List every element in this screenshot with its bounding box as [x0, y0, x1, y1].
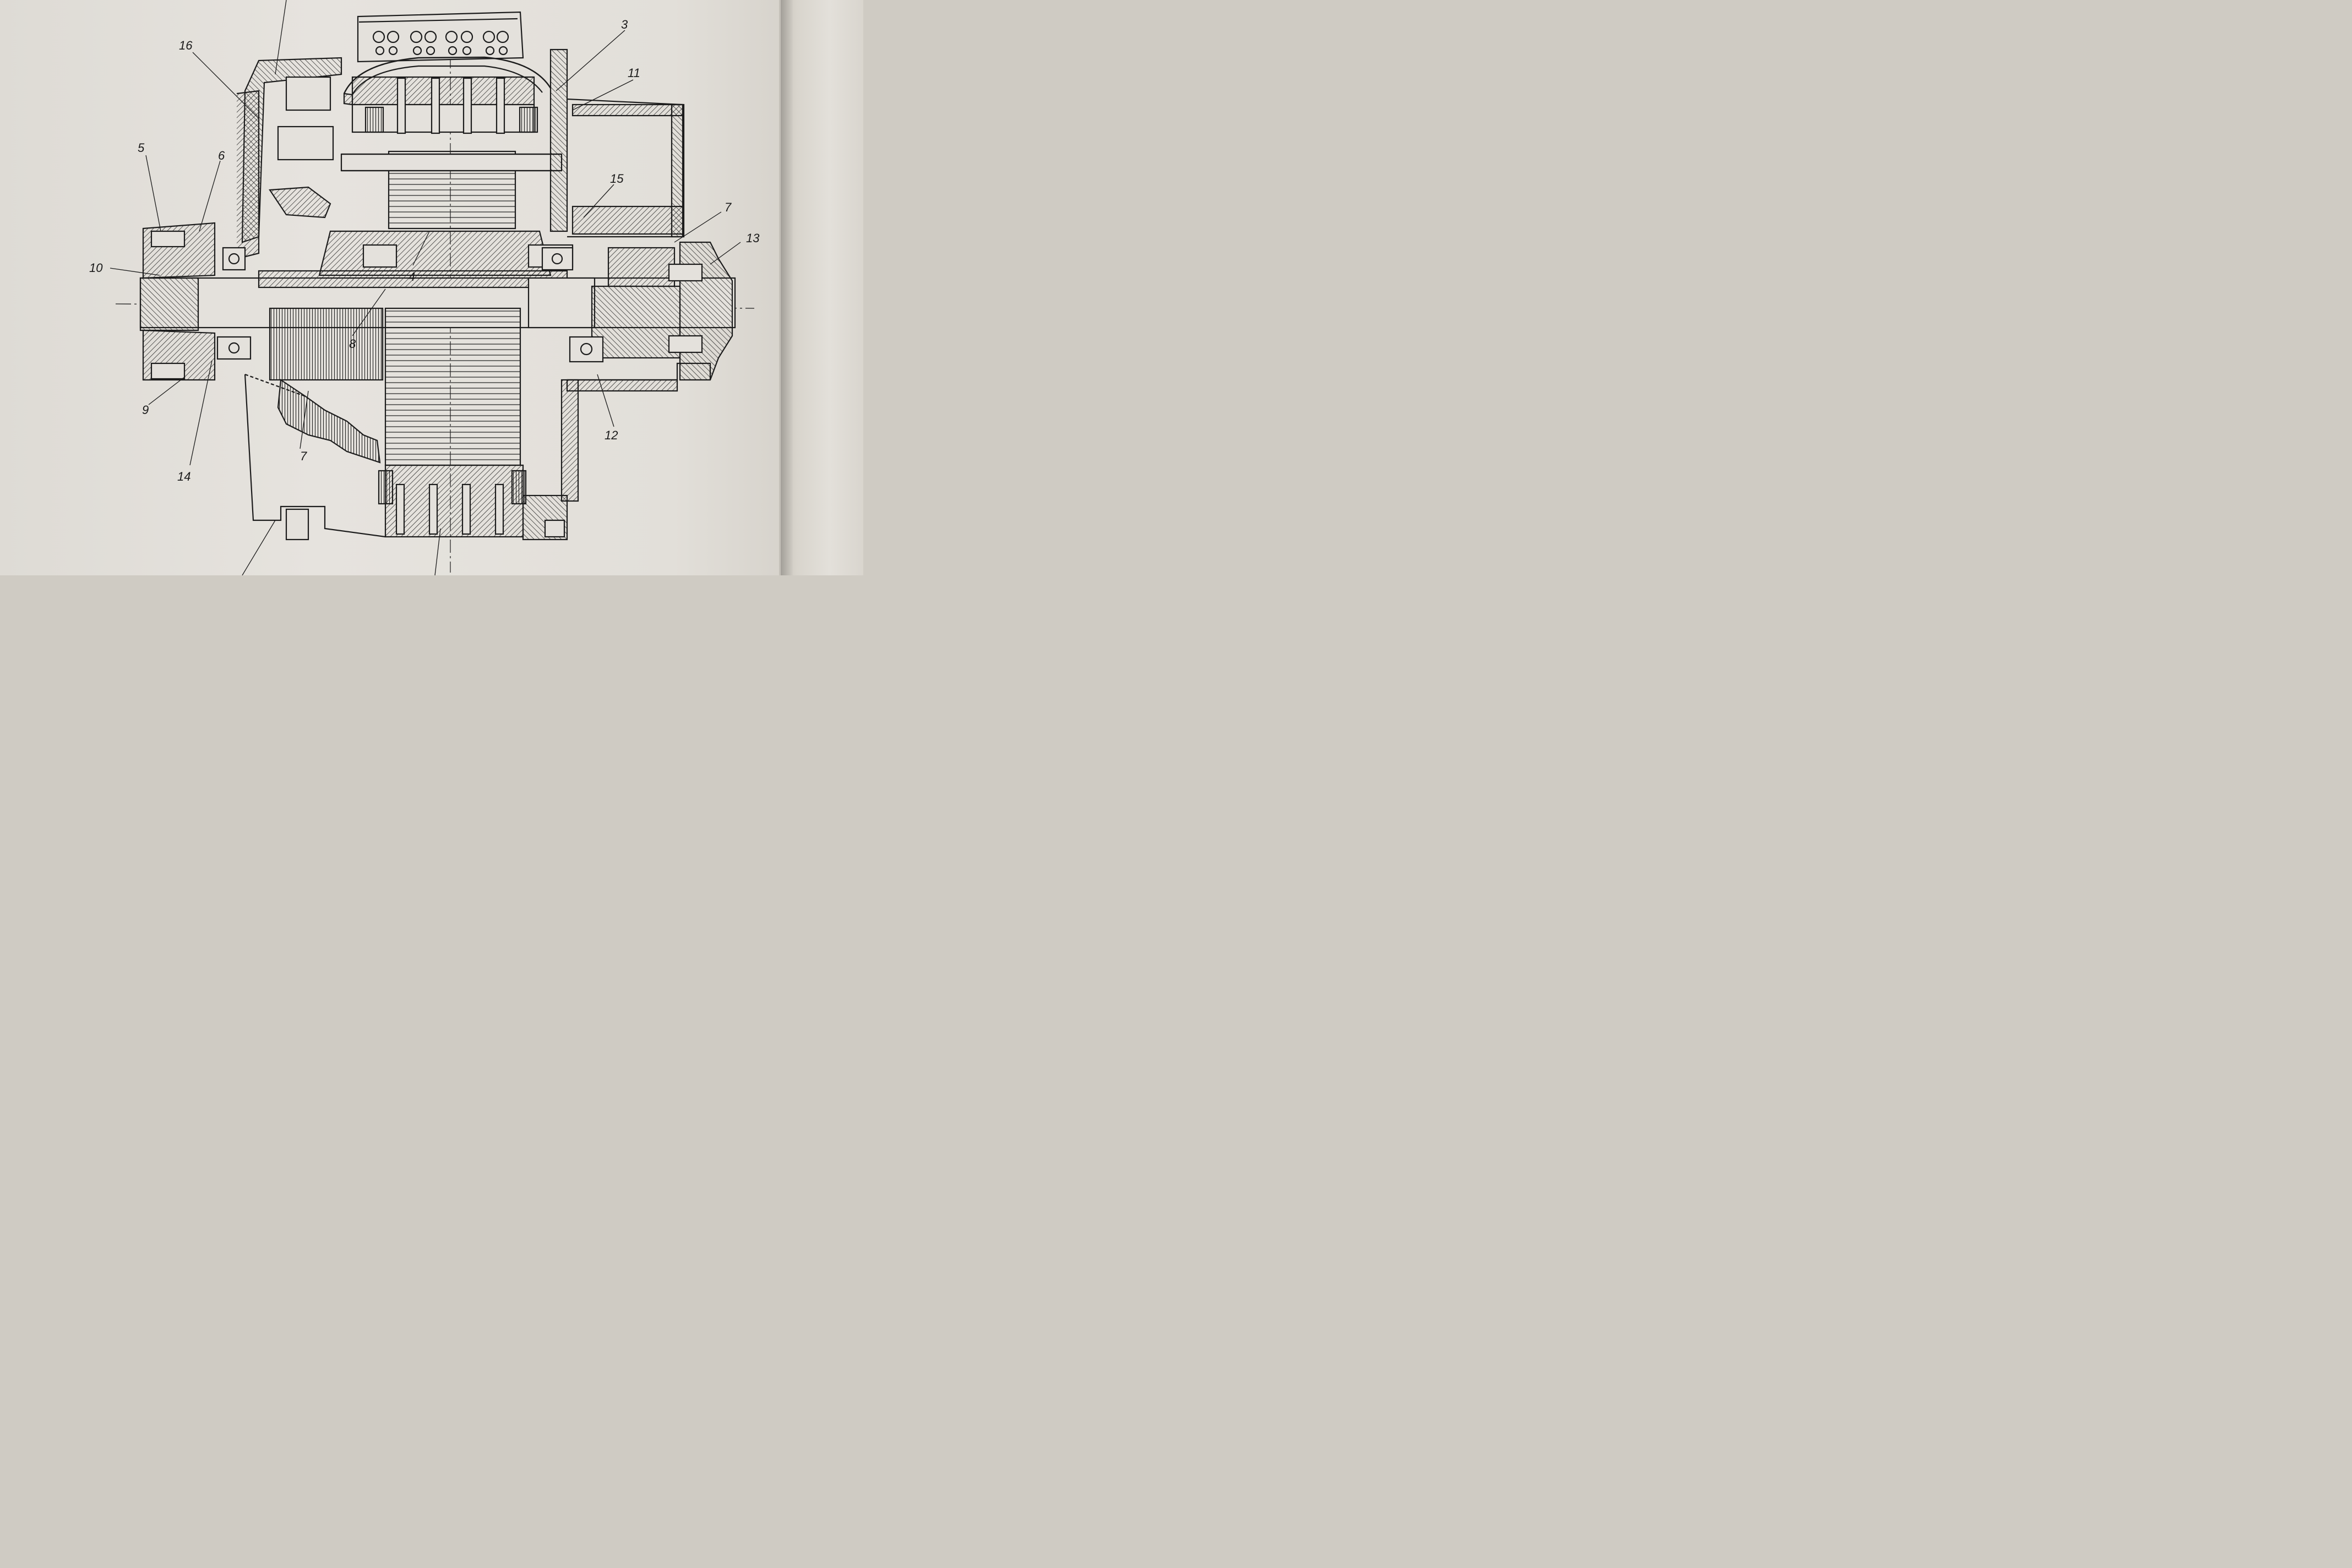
callout-10: 10: [89, 261, 103, 275]
callout-12: 12: [605, 428, 618, 442]
page-gutter-shadow: [781, 0, 793, 575]
callout-6: 6: [218, 149, 225, 162]
book-page-photo: 3 4 5 6 7 7 8 9 10 11 12 13 14 15 16: [0, 0, 863, 575]
callout-14: 14: [177, 470, 190, 483]
callout-9: 9: [142, 403, 149, 417]
callout-labels: 3 4 5 6 7 7 8 9 10 11 12 13 14 15 16: [89, 18, 760, 483]
drawing-linework: [110, 0, 755, 575]
alternator-cross-section-drawing: 3 4 5 6 7 7 8 9 10 11 12 13 14 15 16: [89, 0, 760, 575]
callout-16: 16: [179, 39, 193, 52]
callout-7-right: 7: [725, 200, 732, 214]
callout-4: 4: [409, 270, 415, 284]
right-page-edge: [779, 0, 863, 575]
callout-13: 13: [746, 231, 760, 245]
callout-5: 5: [138, 141, 145, 155]
callout-7-lower: 7: [300, 449, 307, 463]
callout-8: 8: [349, 337, 356, 351]
callout-3: 3: [621, 18, 628, 31]
callout-15: 15: [610, 172, 624, 186]
callout-11: 11: [628, 66, 640, 80]
